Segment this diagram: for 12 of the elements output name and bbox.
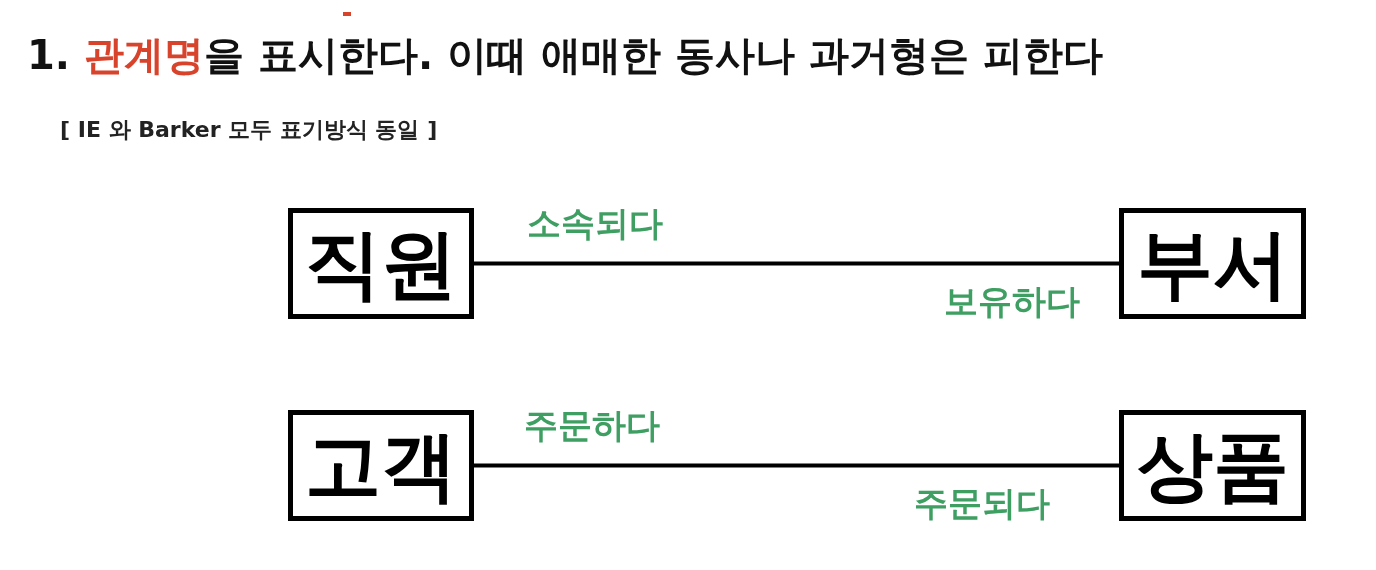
role-label: 주문되다 (914, 485, 1050, 523)
title: 1. 관계명을 표시한다. 이때 애매한 동사나 과거형은 피한다 (27, 33, 1103, 77)
subtitle: [ IE 와 Barker 모두 표기방식 동일 ] (60, 117, 438, 143)
entity-box: 부서 (1119, 208, 1306, 319)
entity-box: 고객 (288, 410, 474, 521)
entity-box: 상품 (1119, 410, 1306, 521)
entity-box: 직원 (288, 208, 474, 319)
role-label: 소속되다 (527, 205, 663, 243)
role-label: 주문하다 (524, 407, 660, 445)
relationship-line (474, 261, 1119, 266)
role-label: 보유하다 (944, 283, 1080, 321)
relationship-line (474, 463, 1119, 468)
